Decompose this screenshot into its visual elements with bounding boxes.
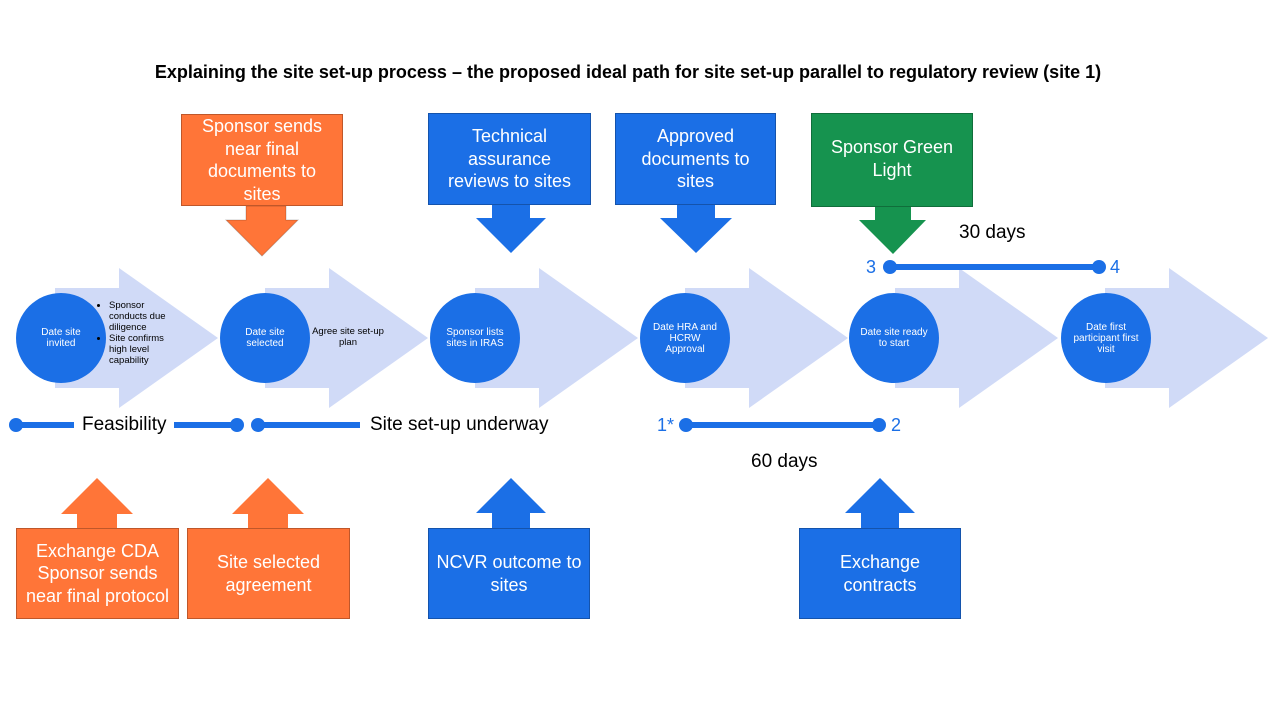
chevron-selected — [265, 268, 428, 408]
chevron-ready — [895, 268, 1058, 408]
callout-exchange-cda: Exchange CDA Sponsor sends near final pr… — [16, 528, 179, 619]
up-arrow-exchange-contracts — [845, 478, 915, 528]
down-arrow-near-final-docs — [224, 205, 300, 257]
timeline-60-days-end-dot — [872, 418, 886, 432]
timeline-30-days-end-dot — [1092, 260, 1106, 274]
feasibility-notes: Sponsor conducts due diligence Site conf… — [100, 300, 184, 366]
up-arrow-exchange-cda — [61, 478, 133, 528]
callout-exchange-contracts: Exchange contracts — [799, 528, 961, 619]
chevron-feasibility — [55, 268, 218, 408]
marker-2: 2 — [891, 415, 902, 435]
milestone-hra-hcrw-approval: Date HRA and HCRW Approval — [640, 293, 730, 383]
milestone-date-site-selected: Date site selected — [220, 293, 310, 383]
timeline-30-days-start-dot — [883, 260, 897, 274]
callout-sponsor-green-light: Sponsor Green Light — [811, 113, 973, 207]
callout-technical-assurance: Technical assurance reviews to sites — [428, 113, 591, 205]
chevron-first-visit — [1105, 268, 1268, 408]
timeline-feasibility-start-dot — [9, 418, 23, 432]
chevron-approval — [685, 268, 848, 408]
page-title: Explaining the site set-up process – the… — [154, 62, 1102, 82]
up-arrow-ncvr — [476, 478, 546, 528]
down-arrow-technical-assurance — [476, 204, 546, 253]
timeline-60-days-label: 60 days — [751, 451, 818, 473]
milestone-sponsor-lists-sites: Sponsor lists sites in IRAS — [430, 293, 520, 383]
milestone-site-ready-to-start: Date site ready to start — [849, 293, 939, 383]
milestone-date-site-invited: Date site invited — [16, 293, 106, 383]
callout-near-final-documents: Sponsor sends near final documents to si… — [181, 114, 343, 206]
marker-4: 4 — [1110, 257, 1121, 277]
chevron-iras — [475, 268, 638, 408]
timeline-60-days-start-dot — [679, 418, 693, 432]
down-arrow-green-light — [859, 206, 926, 254]
callout-approved-documents: Approved documents to sites — [615, 113, 776, 205]
feasibility-note-due-diligence: Sponsor conducts due diligence — [109, 300, 184, 333]
timeline-setup-start-dot — [251, 418, 265, 432]
milestone-first-participant-visit: Date first participant first visit — [1061, 293, 1151, 383]
marker-3: 3 — [866, 257, 877, 277]
up-arrow-site-selected-agreement — [232, 478, 304, 528]
marker-1: 1* — [657, 415, 675, 435]
timeline-setup-label: Site set-up underway — [366, 414, 553, 436]
callout-site-selected-agreement: Site selected agreement — [187, 528, 350, 619]
callout-ncvr-outcome: NCVR outcome to sites — [428, 528, 590, 619]
down-arrow-approved-docs — [660, 204, 732, 253]
feasibility-note-capability: Site confirms high level capability — [109, 333, 184, 366]
selected-note-setup-plan: Agree site set-up plan — [312, 326, 384, 348]
timeline-feasibility-label: Feasibility — [74, 414, 175, 436]
timeline-30-days-label: 30 days — [959, 222, 1026, 244]
timeline-feasibility-end-dot — [230, 418, 244, 432]
